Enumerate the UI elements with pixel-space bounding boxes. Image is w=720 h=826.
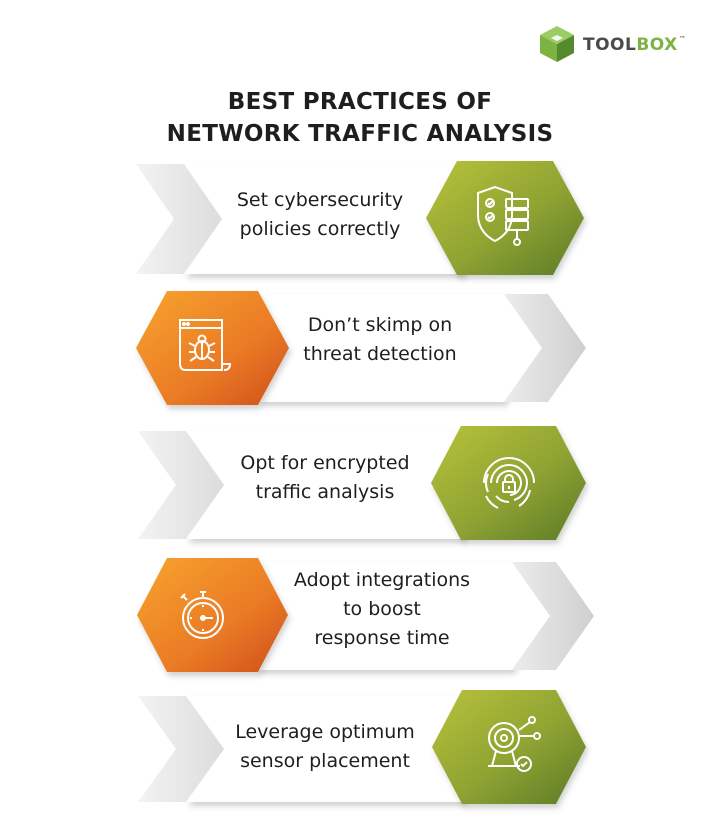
step-5-label: Leverage optimum sensor placement	[235, 721, 415, 772]
logo-wordmark: TOOLBOX™	[583, 35, 686, 55]
practice-step-1: Set cybersecurity policies correctly	[0, 158, 720, 288]
step-1-label: Set cybersecurity policies correctly	[236, 189, 404, 240]
practice-step-4: Adopt integrations to boost response tim…	[0, 552, 720, 682]
toolbox-logo: TOOLBOX™	[537, 24, 697, 64]
practice-step-5: Leverage optimum sensor placement	[0, 686, 720, 816]
logo-text-tool: TOOL	[583, 35, 637, 55]
fingerprint-lock-icon	[483, 457, 535, 509]
logo-trademark: ™	[678, 35, 687, 43]
title-line-2: NETWORK TRAFFIC ANALYSIS	[166, 121, 554, 147]
practice-step-2: Don’t skimp on threat detection	[0, 286, 720, 416]
practice-step-3: Opt for encrypted traffic analysis	[0, 421, 720, 551]
hexagon-badge	[432, 690, 586, 804]
page-title: BEST PRACTICES OF NETWORK TRAFFIC ANALYS…	[60, 86, 660, 150]
step-2-label: Don’t skimp on threat detection	[303, 314, 457, 365]
hexagon-badge	[137, 558, 288, 672]
step-4-label: Adopt integrations to boost response tim…	[293, 569, 471, 649]
logo-text-box: BOX	[636, 35, 678, 55]
hexagon-badge	[136, 291, 289, 405]
shield-checklist-icon	[477, 185, 529, 246]
sensor-camera-icon	[488, 716, 541, 772]
bug-window-icon	[179, 319, 232, 371]
cube-logo-icon	[540, 26, 574, 62]
step-3-label: Opt for encrypted traffic analysis	[240, 452, 410, 503]
title-line-1: BEST PRACTICES OF	[227, 89, 493, 115]
stopwatch-icon	[180, 591, 224, 639]
